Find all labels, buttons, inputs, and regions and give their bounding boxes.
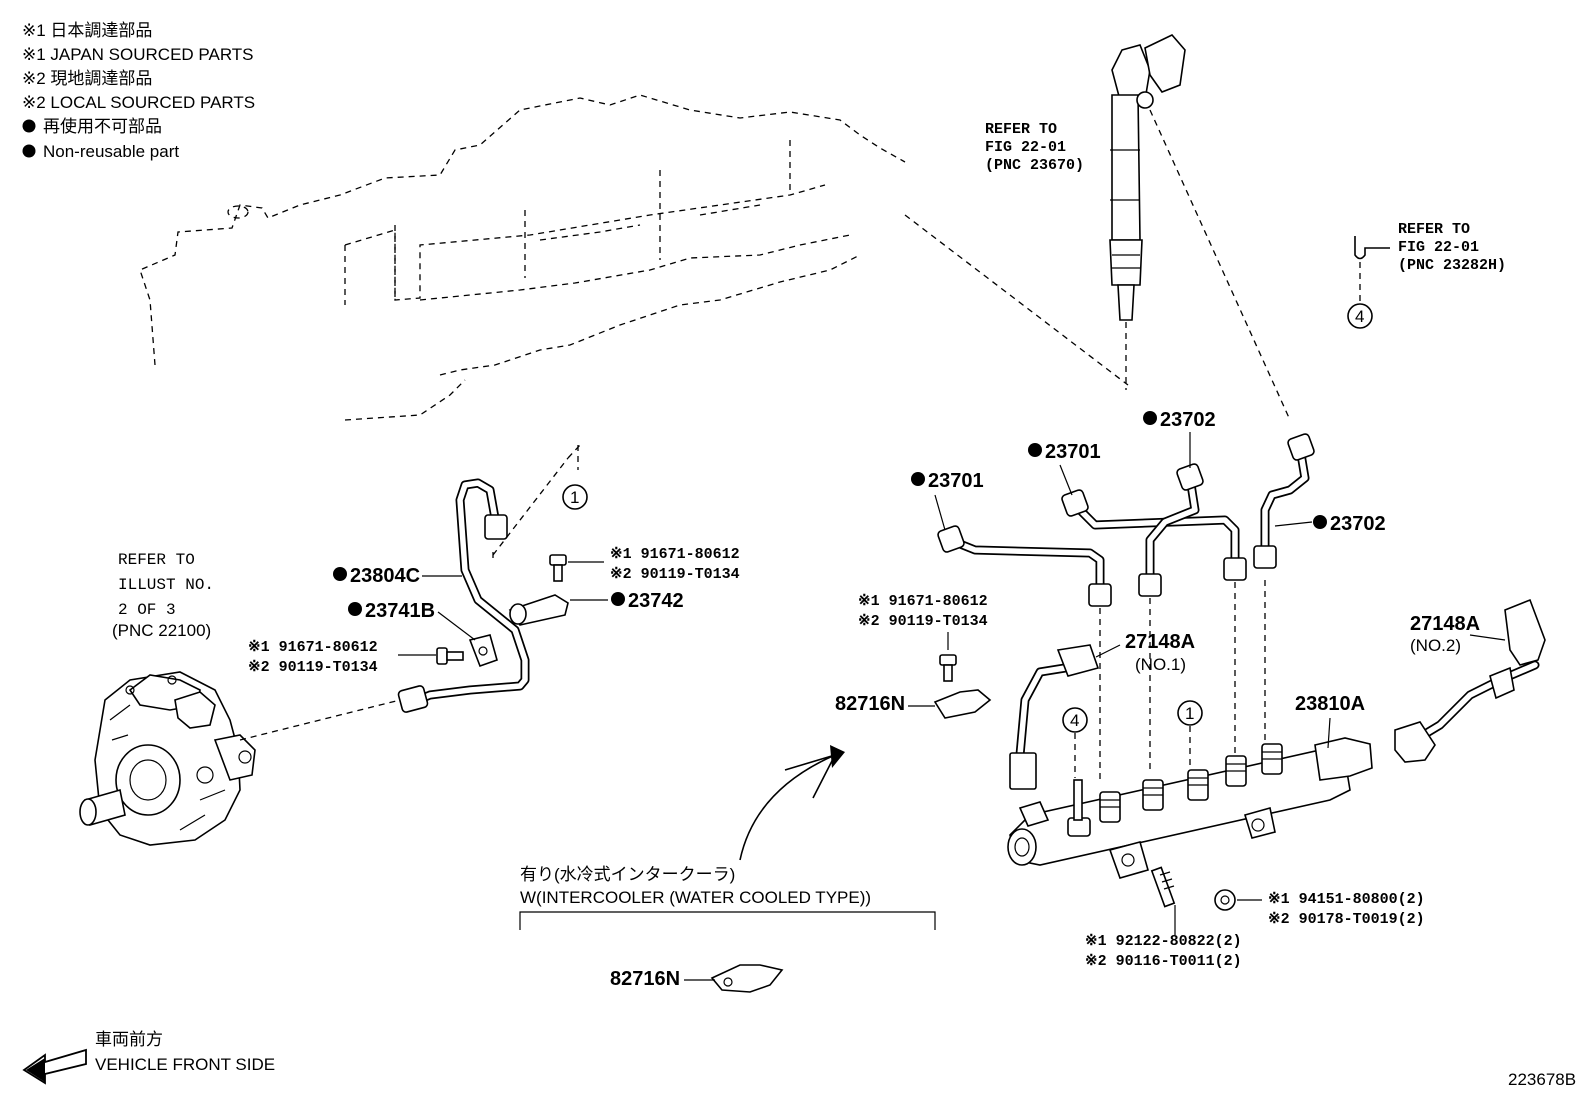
legend-local-en: ※2 LOCAL SOURCED PARTS	[22, 93, 255, 112]
direction-en: VEHICLE FRONT SIDE	[95, 1055, 275, 1074]
ref-pump-line4: (PNC 22100)	[112, 621, 211, 640]
label-no1: (NO.1)	[1135, 655, 1186, 674]
callout-circle-4	[1062, 707, 1088, 733]
clamp-icon	[1354, 236, 1390, 260]
variant-section: 有り(水冷式インタークーラ) W(INTERCOOLER (WATER COOL…	[519, 745, 936, 993]
left-labels: 23804C 23741B 23742	[333, 565, 684, 641]
injector-leader	[904, 214, 1129, 386]
bracket-82716n-mid: ※1 91671-80612 ※2 90119-T0134 82716N	[835, 593, 992, 719]
fuel-injector	[1109, 34, 1186, 321]
figure-id: 223678B	[1508, 1070, 1576, 1089]
label-82716n-b: 82716N	[610, 968, 680, 990]
label-23804c: 23804C	[350, 565, 420, 587]
label-23702b: 23702	[1330, 513, 1386, 535]
rail-callouts: 4 1	[1062, 700, 1203, 778]
ref-injector-line3: (PNC 23670)	[985, 157, 1084, 174]
bolt-mid-1: ※1 91671-80612	[858, 593, 988, 610]
ref-clamp: REFER TO FIG 22-01 (PNC 23282H) 4	[1347, 221, 1506, 329]
harness-no1: 27148A (NO.1)	[1009, 631, 1195, 790]
variant-jp: 有り(水冷式インタークーラ)	[520, 865, 735, 884]
injection-pipes	[937, 433, 1315, 780]
ref-clamp-line3: (PNC 23282H)	[1398, 257, 1506, 274]
bolt-left-1: ※1 91671-80612	[248, 639, 378, 656]
ref-clamp-line1: REFER TO	[1398, 221, 1470, 238]
legend-nonreusable-jp: 再使用不可部品	[43, 116, 162, 136]
label-23701a: 23701	[928, 470, 984, 492]
label-23810a: 23810A	[1295, 693, 1365, 715]
pipe-labels: 23701 23701 23702 23702	[911, 409, 1386, 535]
direction-jp: 車両前方	[95, 1030, 163, 1049]
legend-japan-jp: ※1 日本調達部品	[22, 21, 152, 40]
ref-pump-line2: ILLUST NO.	[118, 576, 214, 594]
bolt-mid-2: ※2 90119-T0134	[858, 613, 988, 630]
pump-leader	[239, 699, 401, 741]
bolt-top-2: ※2 90119-T0134	[610, 566, 740, 583]
pipe-23804c	[397, 478, 569, 713]
stud-part-2: ※2 90116-T0011(2)	[1085, 953, 1242, 970]
label-23741b: 23741B	[365, 600, 435, 622]
ref-injector-line2: FIG 22-01	[985, 139, 1066, 156]
label-no2: (NO.2)	[1410, 636, 1461, 655]
callout-4-text: 4	[1355, 307, 1364, 326]
common-rail	[1007, 737, 1373, 879]
bolt-left-2: ※2 90119-T0134	[248, 659, 378, 676]
non-reusable-dot-icon	[22, 144, 36, 158]
label-27148a-no1: 27148A	[1125, 631, 1195, 653]
ref-clamp-line2: FIG 22-01	[1398, 239, 1479, 256]
bolts-left: ※1 91671-80612 ※2 90119-T0134 ※1 91671-8…	[248, 546, 740, 676]
variant-en: W(INTERCOOLER (WATER COOLED TYPE))	[520, 888, 871, 907]
stud-part-1: ※1 92122-80822(2)	[1085, 933, 1242, 950]
callout-circle-4	[1347, 303, 1373, 329]
ref-injector: REFER TO FIG 22-01 (PNC 23670)	[985, 121, 1084, 174]
legend-local-jp: ※2 現地調達部品	[22, 69, 152, 88]
non-reusable-dot-icon	[22, 119, 36, 133]
bolt-top-1: ※1 91671-80612	[610, 546, 740, 563]
label-23701b: 23701	[1045, 441, 1101, 463]
pipe-leader	[492, 457, 569, 556]
ref-injector-line1: REFER TO	[985, 121, 1057, 138]
label-23702a: 23702	[1160, 409, 1216, 431]
callout-circle-1	[562, 484, 588, 510]
supply-pump	[79, 671, 256, 846]
injector-port-icon	[1136, 91, 1154, 109]
nut-part-1: ※1 94151-80800(2)	[1268, 891, 1425, 908]
callout-1-rail-text: 1	[1185, 704, 1194, 723]
nut-part-2: ※2 90178-T0019(2)	[1268, 911, 1425, 928]
harness-no2: 27148A (NO.2)	[1394, 598, 1546, 763]
legend-japan-en: ※1 JAPAN SOURCED PARTS	[22, 45, 254, 64]
legend: ※1 日本調達部品 ※1 JAPAN SOURCED PARTS ※2 現地調達…	[22, 21, 255, 161]
legend-nonreusable-en: Non-reusable part	[43, 142, 179, 161]
front-direction: 車両前方 VEHICLE FRONT SIDE	[22, 1030, 275, 1085]
label-23742: 23742	[628, 590, 684, 612]
ref-pump: REFER TO ILLUST NO. 2 OF 3 (PNC 22100)	[112, 551, 214, 640]
callout-4-rail-text: 4	[1070, 711, 1079, 730]
label-82716n-a: 82716N	[835, 693, 905, 715]
ref-pump-line3: 2 OF 3	[118, 601, 176, 619]
callout-circle-1	[1177, 700, 1203, 726]
engine-block-outline	[139, 94, 906, 421]
callout-1-top-text: 1	[570, 488, 579, 507]
injector-leader	[1149, 109, 1291, 421]
stud-and-nut: ※1 92122-80822(2) ※2 90116-T0011(2) ※1 9…	[1085, 866, 1425, 970]
label-27148a-no2: 27148A	[1410, 613, 1480, 635]
ref-pump-line1: REFER TO	[118, 551, 195, 569]
